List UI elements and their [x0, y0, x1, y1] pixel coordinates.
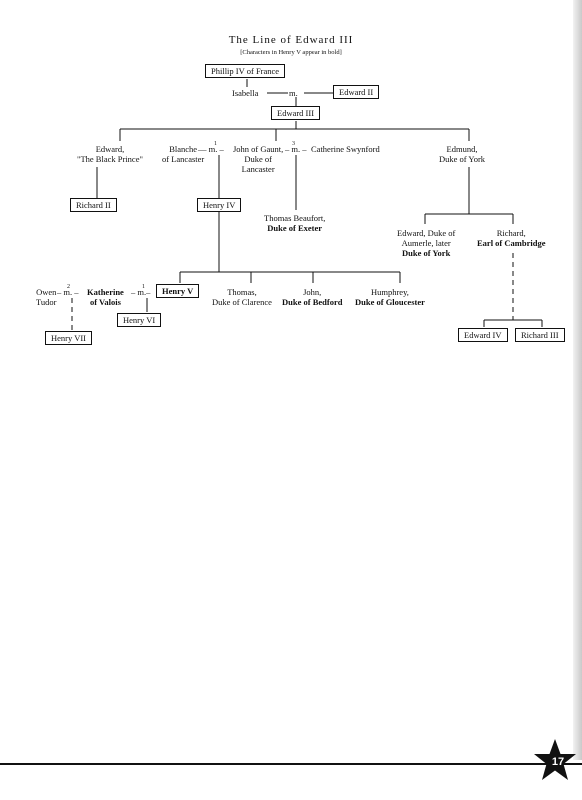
person-richard-cambridge: Richard, Earl of Cambridge [477, 228, 546, 248]
person-edward-iv: Edward IV [458, 328, 508, 342]
person-owen-tudor: Owen Tudor [36, 287, 57, 307]
person-edward-ii: Edward II [333, 85, 380, 99]
marriage-number-one: 1 [214, 141, 217, 147]
footer-rule [0, 763, 582, 765]
marriage-mark-blanche: — m. – [198, 144, 224, 154]
marriage-mark-swynford: – m. – [285, 144, 307, 154]
person-henry-v: Henry V [156, 284, 200, 298]
page-edge-shadow [573, 0, 582, 760]
marriage-mark-katherine: – m.– [131, 287, 151, 297]
person-richard-iii: Richard III [515, 328, 565, 342]
person-richard-ii: Richard II [70, 198, 117, 212]
person-john-bedford: John, Duke of Bedford [282, 287, 343, 307]
person-john-of-gaunt: John of Gaunt, Duke of Lancaster [233, 144, 284, 174]
person-thomas-clarence: Thomas, Duke of Clarence [212, 287, 272, 307]
person-isabella: Isabella [232, 88, 259, 98]
marriage-mark-owen: – m. – [57, 287, 79, 297]
person-edward-iii: Edward III [271, 106, 321, 120]
person-catherine-swynford: Catherine Swynford [311, 144, 380, 154]
person-black-prince: Edward, "The Black Prince" [77, 144, 143, 164]
diagram-subtitle: [Characters in Henry V appear in bold] [240, 49, 342, 56]
person-henry-iv: Henry IV [197, 198, 242, 212]
page-number: 17 [551, 756, 565, 768]
person-phillip-iv: Phillip IV of France [205, 64, 286, 78]
marriage-number-one-henry-v: 1 [142, 284, 145, 290]
star-icon [534, 739, 576, 780]
marriage-number-two: 2 [67, 284, 70, 290]
person-katherine-of-valois: Katherine of Valois [87, 287, 124, 307]
person-henry-vii: Henry VII [45, 331, 93, 345]
marriage-mark-isabella: m. [289, 88, 298, 98]
marriage-number-three: 3 [292, 141, 295, 147]
person-humphrey-gloucester: Humphrey, Duke of Gloucester [355, 287, 425, 307]
diagram-title: The Line of Edward III [228, 34, 354, 46]
person-thomas-beaufort: Thomas Beaufort, Duke of Exeter [264, 213, 326, 233]
person-edmund: Edmund, Duke of York [439, 144, 486, 164]
person-henry-vi: Henry VI [117, 313, 162, 327]
person-edward-aumerle: Edward, Duke of Aumerle, later Duke of Y… [397, 228, 456, 258]
person-blanche: Blanche of Lancaster [162, 144, 205, 164]
